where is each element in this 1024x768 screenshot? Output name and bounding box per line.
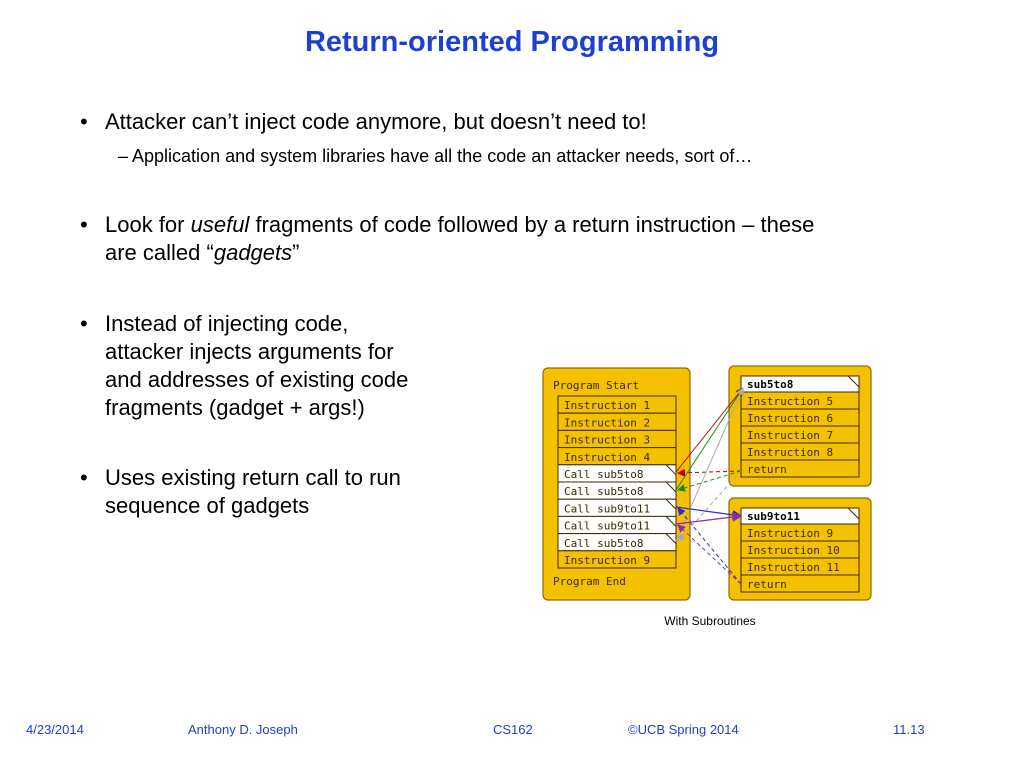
sub5to8-row: Instruction 7 <box>740 425 860 444</box>
arrow-return-3 <box>677 507 742 585</box>
main-row: Instruction 2 <box>557 412 677 431</box>
sub5to8-row-label: Instruction 5 <box>747 395 833 408</box>
sub9to11-row: Instruction 10 <box>740 540 860 559</box>
sub5to8-row-label: Instruction 8 <box>747 446 833 459</box>
arrow-return-2 <box>677 470 742 492</box>
main-row-label: Instruction 3 <box>564 434 650 447</box>
main-row-label: Call sub9to11 <box>564 520 650 533</box>
bullet-3-text: Instead of injecting code, attacker inje… <box>105 311 409 420</box>
footer-author: Anthony D. Joseph <box>188 722 298 737</box>
subroutine-diagram: Program Start Instruction 1 Instruction 2… <box>542 365 872 601</box>
sub5to8-row-label: Instruction 6 <box>747 412 833 425</box>
bullet-dot: • <box>80 311 88 336</box>
bullet-dot: • <box>80 465 88 490</box>
main-program-box: Program Start Instruction 1 Instruction 2… <box>542 367 691 601</box>
arrow-call-4 <box>675 512 743 525</box>
arrow-return-1 <box>677 468 742 477</box>
footer-page-number: 11.13 <box>893 722 925 737</box>
program-end-label: Program End <box>553 575 626 588</box>
bullet-1-text: Attacker can’t inject code anymore, but … <box>105 109 647 134</box>
bullet-2-line-2: are called “gadgets” <box>105 240 300 265</box>
sub9to11-row: Instruction 9 <box>740 523 860 542</box>
bullet-4: • Uses existing return call to run seque… <box>80 464 500 520</box>
main-row: Call sub5to8 <box>557 533 677 552</box>
bullet-3: • Instead of injecting code, attacker in… <box>80 310 500 422</box>
sub5to8-row: Instruction 5 <box>740 391 860 410</box>
subroutine-title: sub9to11 <box>740 507 860 525</box>
main-row: Call sub5to8 <box>557 464 677 483</box>
slide-title: Return-oriented Programming <box>304 26 720 58</box>
main-row-label: Call sub5to8 <box>564 537 643 550</box>
footer-copyright: ©UCB Spring 2014 <box>628 722 739 737</box>
main-row-label: Call sub9to11 <box>564 502 650 515</box>
diagram-caption: With Subroutines <box>664 614 756 628</box>
subroutine-title: sub5to8 <box>740 375 860 393</box>
main-row: Instruction 3 <box>557 429 677 449</box>
sub5to8-row: Instruction 6 <box>740 408 860 427</box>
main-row: Instruction 9 <box>557 550 677 569</box>
bullet-4-text: Uses existing return call to run sequenc… <box>105 465 401 518</box>
bullet-dot: • <box>80 212 88 237</box>
bullet-2-line-1: Look for useful fragments of code follow… <box>105 212 815 237</box>
main-row: Call sub5to8 <box>557 481 677 500</box>
sub9to11-row-label: Instruction 9 <box>747 527 833 540</box>
main-row: Instruction 4 <box>557 447 677 466</box>
arrow-call-2 <box>675 387 744 491</box>
main-row: Instruction 1 <box>557 395 677 414</box>
main-row-label: Call sub5to8 <box>564 468 643 481</box>
sub5to8-row: return <box>740 459 860 478</box>
sub5to8-row-label: Instruction 7 <box>747 429 833 442</box>
main-row-label: Instruction 9 <box>564 554 650 567</box>
arrow-call-5 <box>675 387 744 542</box>
subroutine-title-label: sub5to8 <box>747 378 793 391</box>
sub9to11-row: return <box>740 574 860 593</box>
main-row-label: Instruction 1 <box>564 399 650 412</box>
bullet-2: • Look for useful fragments of code foll… <box>80 211 980 267</box>
main-row-label: Instruction 2 <box>564 416 650 429</box>
main-row-label: Call sub5to8 <box>564 485 643 498</box>
main-rows: Instruction 1 Instruction 2 Instruction 3 I… <box>557 395 677 569</box>
footer-course: CS162 <box>493 722 533 737</box>
bullet-1: • Attacker can’t inject code anymore, bu… <box>80 108 980 136</box>
main-row-label: Instruction 4 <box>564 451 650 464</box>
arrow-call-3 <box>675 506 743 520</box>
bullet-2-text: Look for useful fragments of code follow… <box>105 211 814 267</box>
call-arrows <box>675 387 744 585</box>
sub5to8-row-label: return <box>747 463 787 476</box>
main-row: Call sub9to11 <box>557 498 677 517</box>
sub9to11-row: Instruction 11 <box>740 557 860 576</box>
sub9to11-row-label: return <box>747 578 787 591</box>
subroutine-title-label: sub9to11 <box>747 510 800 523</box>
footer-date: 4/23/2014 <box>26 722 84 737</box>
sub5to8-row: Instruction 8 <box>740 442 860 461</box>
sub-bullet-1: – Application and system libraries have … <box>118 146 753 166</box>
arrow-return-5 <box>677 470 742 542</box>
sub9to11-row-label: Instruction 11 <box>747 561 840 574</box>
arrow-call-1 <box>675 387 744 473</box>
sub9to11-row-label: Instruction 10 <box>747 544 840 557</box>
arrow-return-4 <box>677 524 742 585</box>
main-row: Call sub9to11 <box>557 515 677 535</box>
bullet-dot: • <box>80 109 88 134</box>
program-start-label: Program Start <box>553 379 639 392</box>
